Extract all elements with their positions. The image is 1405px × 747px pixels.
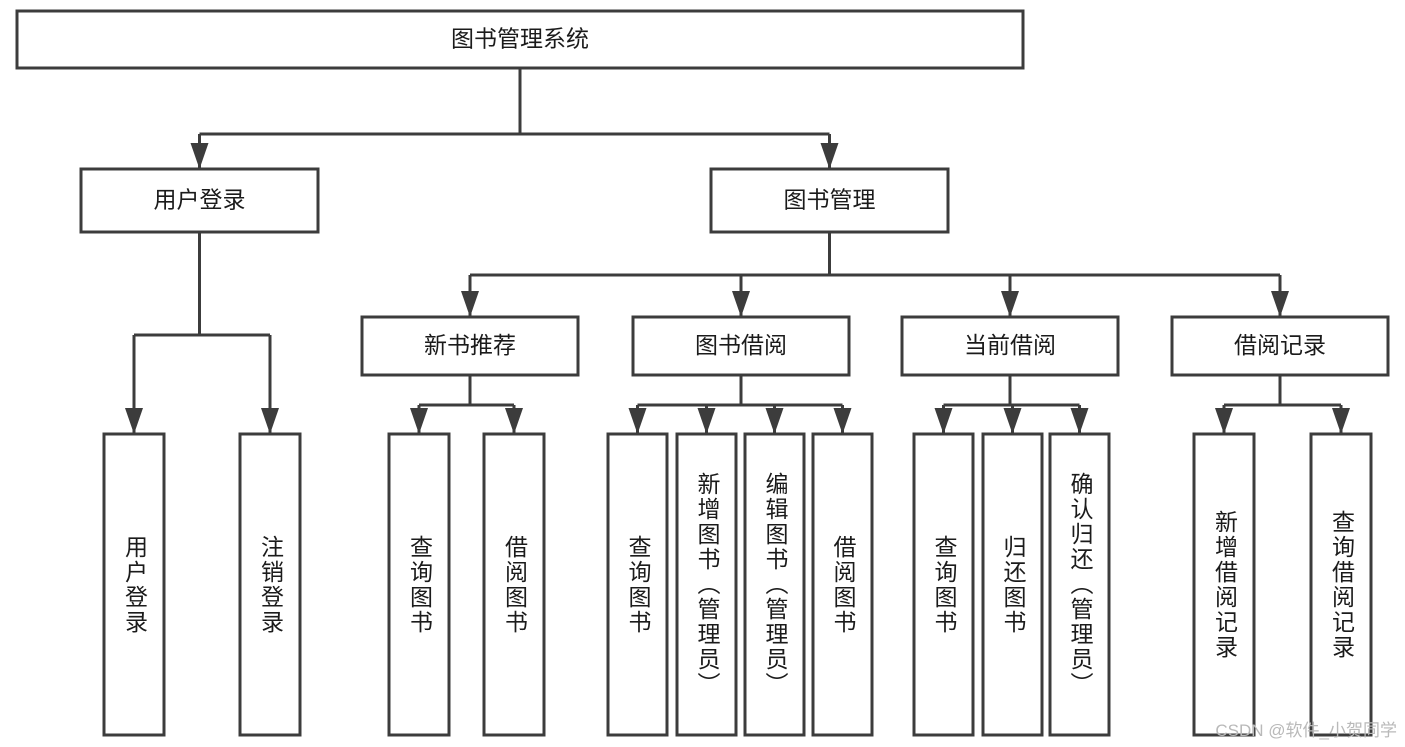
node-label-root: 图书管理系统 [451,26,589,52]
node-box-leaf-add-book[interactable] [675,432,738,737]
arrow-head-icon [820,143,839,169]
node-label-user-login: 用户登录 [154,187,246,213]
node-box-borrow-record[interactable] [1170,315,1390,377]
node-box-leaf-query-book-rec[interactable] [387,432,451,737]
node-label-book-manage: 图书管理 [784,187,876,213]
arrow-head-icon [505,408,523,434]
arrow-head-icon [125,408,143,434]
node-box-leaf-user-login[interactable] [102,432,166,737]
node-box-leaf-logout[interactable] [238,432,302,737]
arrow-head-icon [833,408,852,434]
node-box-book-borrow[interactable] [631,315,851,377]
arrow-head-icon [461,291,479,317]
node-box-book-manage[interactable] [709,167,950,234]
arrow-head-icon [190,143,209,169]
node-box-leaf-query-record[interactable] [1309,432,1373,737]
node-box-leaf-query-book-borrow[interactable] [606,432,669,737]
arrow-head-icon [697,408,716,434]
node-box-current-borrow[interactable] [900,315,1120,377]
node-box-leaf-borrow-book[interactable] [811,432,874,737]
arrow-head-icon [261,408,279,434]
node-label-borrow-record: 借阅记录 [1234,332,1326,358]
node-box-root[interactable] [15,9,1025,70]
node-box-leaf-add-record[interactable] [1192,432,1256,737]
arrow-head-icon [628,408,647,434]
node-box-leaf-return-book[interactable] [981,432,1044,737]
node-box-leaf-query-book-current[interactable] [912,432,975,737]
arrow-head-icon [1070,408,1089,434]
node-label-current-borrow: 当前借阅 [964,332,1056,358]
node-box-leaf-edit-book[interactable] [743,432,806,737]
arrow-head-icon [765,408,784,434]
arrow-head-icon [410,408,428,434]
node-box-leaf-confirm-return[interactable] [1048,432,1111,737]
node-box-new-book-recommend[interactable] [360,315,580,377]
arrow-head-icon [1003,408,1022,434]
connector-lines [125,68,1350,434]
node-label-book-borrow: 图书借阅 [695,332,787,358]
watermark-text: CSDN @软件_小贺同学 [1215,721,1397,740]
arrow-head-icon [934,408,953,434]
arrow-head-icon [1332,408,1350,434]
node-box-leaf-borrow-book-rec[interactable] [482,432,546,737]
arrow-head-icon [732,291,750,317]
arrow-head-icon [1001,291,1019,317]
node-label-new-book-recommend: 新书推荐 [424,332,516,358]
node-box-user-login[interactable] [79,167,320,234]
arrow-head-icon [1215,408,1233,434]
node-boxes [15,9,1390,737]
arrow-head-icon [1271,291,1289,317]
